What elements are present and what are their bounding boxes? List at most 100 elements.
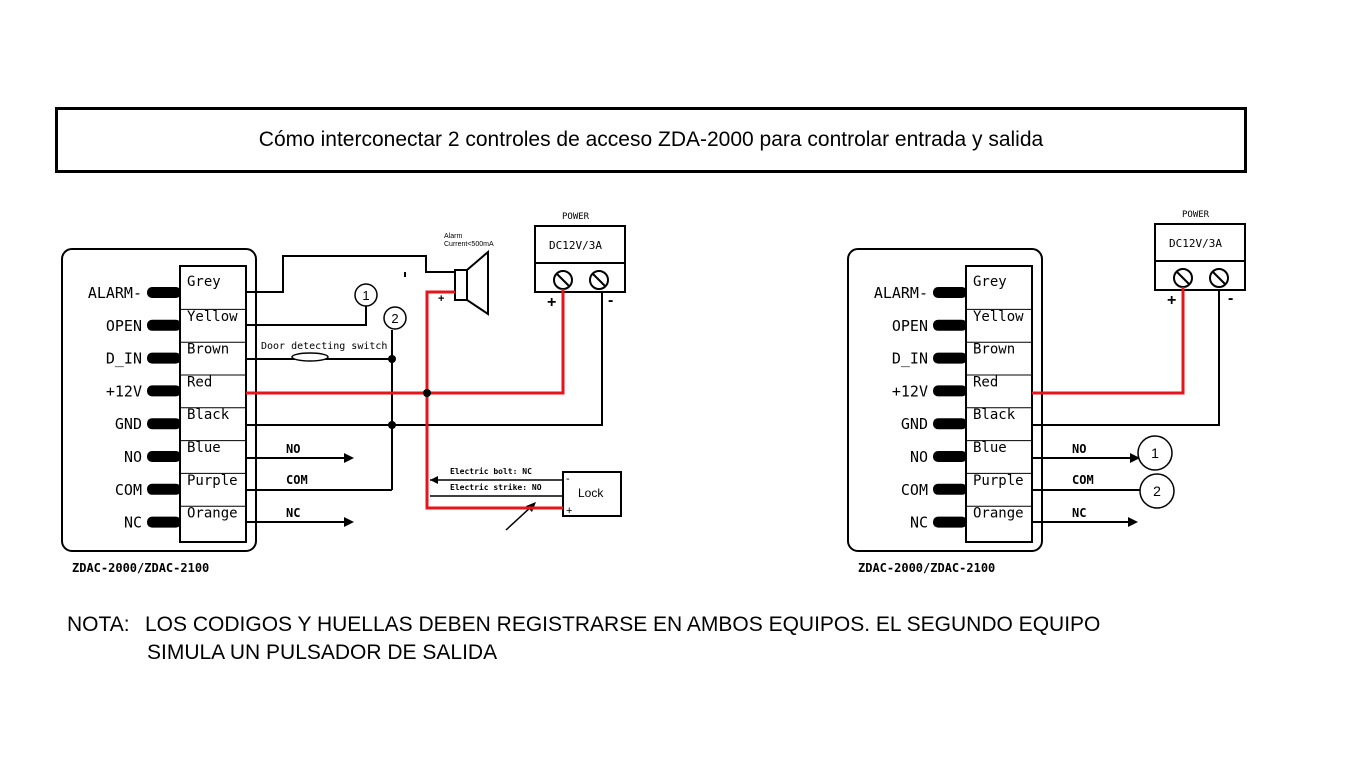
right-out-nc: NC (1072, 506, 1086, 520)
left-terminal-pin (147, 418, 181, 430)
right-terminal-label: D_IN (892, 350, 928, 368)
door-switch-icon (291, 352, 329, 362)
left-wire-color-label: Black (187, 407, 230, 423)
note-label: NOTA: (67, 613, 130, 636)
left-terminal-pin (147, 352, 181, 364)
left-model-label: ZDAC-2000/ZDAC-2100 (72, 561, 209, 575)
left-terminal-pin (147, 287, 181, 298)
svg-text:2: 2 (391, 311, 398, 326)
note: NOTA: LOS CODIGOS Y HUELLAS DEBEN REGIST… (67, 611, 1287, 667)
left-out-no: NO (286, 442, 300, 456)
right-out-no: NO (1072, 442, 1086, 456)
right-wire-color-label: Orange (973, 506, 1024, 522)
right-terminal-pin (933, 418, 967, 430)
note-line-1: LOS CODIGOS Y HUELLAS DEBEN REGISTRARSE … (145, 613, 1101, 636)
right-power-supply: POWER DC12V/3A + - (1154, 210, 1246, 309)
electric-strike-label: Electric strike: NO (450, 482, 542, 492)
svg-text:1: 1 (1151, 445, 1159, 461)
title-box: Cómo interconectar 2 controles de acceso… (55, 107, 1247, 173)
alarm-plus-label: + (438, 293, 444, 305)
right-terminal-pin (933, 319, 967, 331)
left-terminal-label: +12V (106, 382, 142, 400)
left-out-com: COM (286, 473, 308, 487)
alarm-current-label: Current<500mA (444, 241, 494, 248)
right-controller-body (847, 248, 1043, 552)
electric-bolt-label: Electric bolt: NC (450, 466, 532, 476)
right-wire-color-label: Brown (973, 342, 1015, 358)
left-out-nc: NC (286, 506, 300, 520)
right-wire-color-label: Yellow (973, 309, 1024, 325)
left-power-rating: DC12V/3A (549, 239, 602, 252)
left-wire-color-label: Yellow (187, 309, 238, 325)
left-lock-circuit: Electric bolt: NC Electric strike: NO Lo… (430, 466, 622, 531)
left-wire-color-label: Red (187, 374, 212, 390)
right-terminal-pin (933, 516, 967, 528)
right-terminal-pin (933, 451, 967, 462)
alarm-siren-horn (466, 249, 489, 316)
svg-text:2: 2 (1153, 483, 1161, 499)
right-terminal-pin (933, 385, 967, 397)
left-controller-body (61, 248, 257, 552)
left-wire-color-label: Blue (187, 440, 221, 456)
right-wire-color-label: Red (973, 374, 998, 390)
left-power-minus-label: - (608, 292, 613, 309)
right-terminal-label: ALARM- (874, 284, 928, 302)
right-terminal-pin (933, 287, 967, 298)
right-wire-color-label: Purple (973, 473, 1024, 489)
right-power-minus-label: - (1228, 290, 1233, 307)
left-power-supply: POWER DC12V/3A + - (534, 212, 626, 311)
right-wire-label-panel (965, 265, 1033, 543)
left-terminal-pin (147, 483, 181, 495)
left-terminal-label: D_IN (106, 350, 142, 368)
lock-box (562, 471, 622, 517)
note-line-2: SIMULA UN PULSADOR DE SALIDA (147, 641, 498, 664)
right-terminal-label: NO (910, 448, 928, 466)
right-marker-2: 2 (1139, 473, 1175, 509)
left-wire-color-label: Grey (187, 274, 221, 290)
right-ground-wire (1032, 290, 1220, 426)
left-door-switch-circuit: Door detecting switch (246, 330, 396, 490)
left-terminal-pin (147, 516, 181, 528)
right-outputs: NO COM NC (1032, 442, 1140, 527)
right-wire-color-label: Grey (973, 274, 1007, 290)
left-wire-color-label: Brown (187, 342, 229, 358)
right-terminal-pin (933, 352, 967, 364)
left-wire-color-label: Purple (187, 473, 238, 489)
left-wire-color-label: Orange (187, 506, 238, 522)
left-terminal-pin (147, 451, 181, 462)
left-terminal-label: GND (115, 415, 142, 433)
right-model-label: ZDAC-2000/ZDAC-2100 (858, 561, 995, 575)
left-terminal-label: OPEN (106, 317, 142, 335)
right-out-com: COM (1072, 473, 1094, 487)
left-marker-2: 2 (383, 306, 407, 330)
lock-label: Lock (578, 486, 604, 500)
left-power-title: POWER (562, 212, 590, 222)
left-wire-label-panel (179, 265, 247, 543)
right-power-rating: DC12V/3A (1169, 237, 1222, 250)
left-outputs: NO COM NC (246, 442, 392, 527)
left-terminal-label: NO (124, 448, 142, 466)
right-power-plus-label: + (1167, 292, 1176, 309)
right-terminal-label: COM (901, 481, 928, 499)
left-ground-wire (246, 292, 603, 426)
left-terminal-pin (147, 319, 181, 331)
left-yellow-wire (246, 306, 367, 326)
alarm-siren-body (454, 269, 468, 301)
right-marker-1: 1 (1137, 435, 1173, 471)
right-terminal-label: GND (901, 415, 928, 433)
right-terminal-label: OPEN (892, 317, 928, 335)
lock-plus-label: + (566, 505, 572, 517)
diagram-title: Cómo interconectar 2 controles de acceso… (258, 128, 1044, 151)
left-power-wire (246, 289, 565, 510)
lock-minus-label: - (566, 473, 570, 485)
right-power-title: POWER (1182, 210, 1210, 220)
alarm-label: Alarm (444, 233, 462, 240)
right-terminal-pin (933, 483, 967, 495)
left-terminal-pin (147, 385, 181, 397)
left-power-plus-label: + (547, 294, 556, 311)
left-alarm-circuit: Alarm Current<500mA + (246, 233, 494, 316)
right-power-wire (1032, 287, 1185, 395)
